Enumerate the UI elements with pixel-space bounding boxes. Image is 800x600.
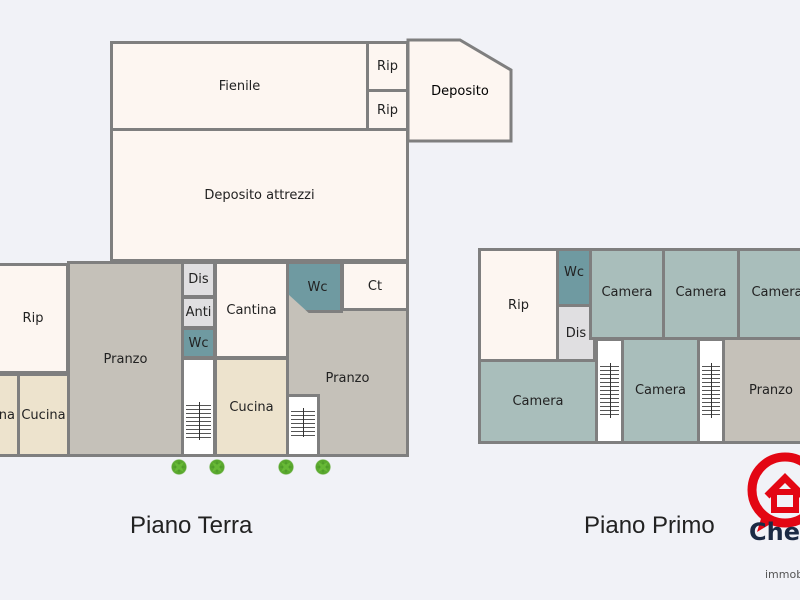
room-deposito-attrezzi: Deposito attrezzi <box>110 128 409 262</box>
room-dis: Dis <box>181 261 216 298</box>
room-wc-small: Wc <box>181 327 216 359</box>
house-chat-logo-icon <box>747 452 800 532</box>
first-floor-title: Piano Primo <box>584 512 715 539</box>
plant-icon <box>208 458 226 476</box>
plant-icon <box>314 458 332 476</box>
room-cucina-left: Cucina <box>17 373 70 457</box>
logo-name: Che C <box>749 518 800 546</box>
room-deposito-shape <box>406 38 513 143</box>
room-anti: Anti <box>181 296 216 329</box>
logo-subtitle: immob <box>765 568 800 581</box>
staircase-4 <box>697 338 725 444</box>
staircase-2 <box>286 394 320 457</box>
room-rip-2: Rip <box>366 89 409 131</box>
room-camera-2: Camera <box>662 248 740 340</box>
room-rip: Rip <box>478 248 559 362</box>
ground-floor-title: Piano Terra <box>130 512 253 539</box>
staircase-1 <box>181 357 216 457</box>
room-camera-1: Camera <box>589 248 665 340</box>
staircase-3 <box>595 338 624 444</box>
room-camera-3: Camera <box>737 248 800 340</box>
room-wc: Wc <box>556 248 592 307</box>
room-rip-left: Rip <box>0 263 69 374</box>
room-rip-1: Rip <box>366 41 409 92</box>
room-camera-4: Camera <box>478 359 598 444</box>
room-deposito-label: Deposito <box>431 84 489 99</box>
plant-icon <box>277 458 295 476</box>
room-pranzo-left: Pranzo <box>67 261 184 457</box>
room-camera-5: Camera <box>621 337 700 444</box>
room-fienile: Fienile <box>110 41 369 131</box>
room-cantina: Cantina <box>214 261 289 359</box>
room-cucina-mid: Cucina <box>214 357 289 457</box>
room-pranzo: Pranzo <box>722 337 800 444</box>
room-ct: Ct <box>341 261 409 311</box>
plant-icon <box>170 458 188 476</box>
